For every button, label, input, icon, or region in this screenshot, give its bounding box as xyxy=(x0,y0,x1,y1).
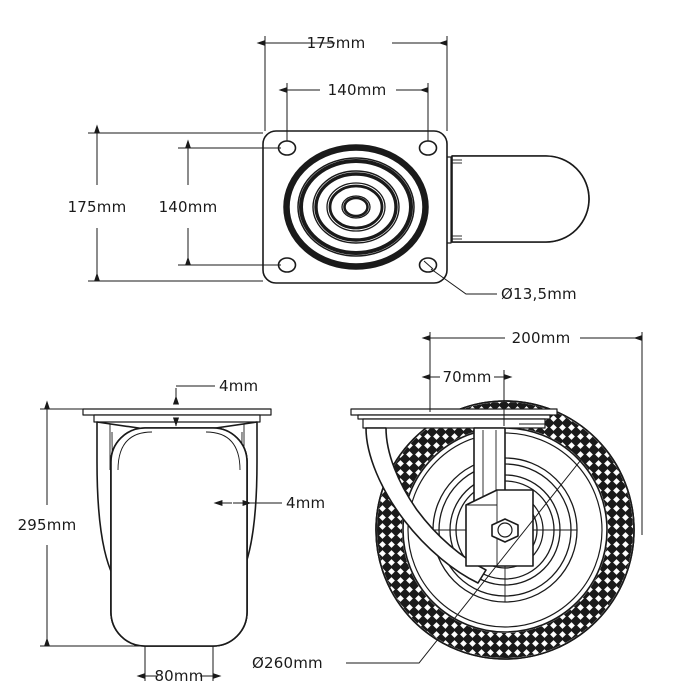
dimension-label-4mm-plate: 4mm xyxy=(219,377,258,395)
front-view-wheel xyxy=(110,427,248,647)
dimension-label-140-height: 140mm xyxy=(159,198,218,216)
front-view: 4mm 4mm 295mm 80mm xyxy=(18,377,326,685)
top-view-extension-lines xyxy=(88,36,448,282)
dimension-bolt-spacing-140-horizontal: 140mm xyxy=(278,81,429,99)
dimension-label-175-width: 175mm xyxy=(307,34,366,52)
dimension-label-175-height: 175mm xyxy=(68,198,127,216)
dimension-label-140-width: 140mm xyxy=(328,81,387,99)
top-view-mounting-plate xyxy=(262,130,448,284)
dimension-label-200: 200mm xyxy=(512,329,571,347)
callout-bolt-hole-diameter: Ø13,5mm xyxy=(430,268,577,303)
top-view-swivel-bearing xyxy=(283,144,429,270)
dimension-label-bolt-diameter: Ø13,5mm xyxy=(501,285,577,303)
top-view-tire xyxy=(442,155,590,244)
dimension-plate-width-175: 175mm xyxy=(256,34,448,52)
front-view-mounting-plate xyxy=(82,408,272,423)
dimension-label-70: 70mm xyxy=(442,368,491,386)
side-view-mounting-plate xyxy=(350,408,558,429)
side-view: 200mm 70mm Ø260mm xyxy=(252,329,643,672)
dimension-plate-thickness-4mm: 4mm xyxy=(172,377,264,427)
dimension-overall-height-295: 295mm xyxy=(18,400,77,647)
dimension-label-wheel-diameter: Ø260mm xyxy=(252,654,323,672)
dimension-plate-height-175: 175mm xyxy=(68,124,127,282)
bolt-hole-top-right xyxy=(418,140,438,156)
bolt-hole-top-left xyxy=(277,140,297,156)
dimension-overall-length-200: 200mm xyxy=(421,329,643,347)
bolt-hole-bottom-left xyxy=(277,257,297,273)
dimension-bolt-spacing-140-vertical: 140mm xyxy=(159,139,218,266)
bolt-hole-leader-tick xyxy=(423,260,434,270)
side-view-axle-nut xyxy=(491,518,519,543)
top-view: 175mm 140mm 175mm 140mm Ø13,5mm xyxy=(68,34,590,303)
callout-wheel-diameter: Ø260mm xyxy=(252,440,597,672)
side-view-fork xyxy=(365,427,534,584)
dimension-offset-70: 70mm xyxy=(421,368,513,386)
dimension-label-4mm-fork: 4mm xyxy=(286,494,325,512)
dimension-label-80: 80mm xyxy=(154,667,203,685)
dimension-wheel-width-80: 80mm xyxy=(136,667,222,685)
dimension-label-295: 295mm xyxy=(18,516,77,534)
dimension-fork-thickness-4mm: 4mm xyxy=(213,494,325,512)
